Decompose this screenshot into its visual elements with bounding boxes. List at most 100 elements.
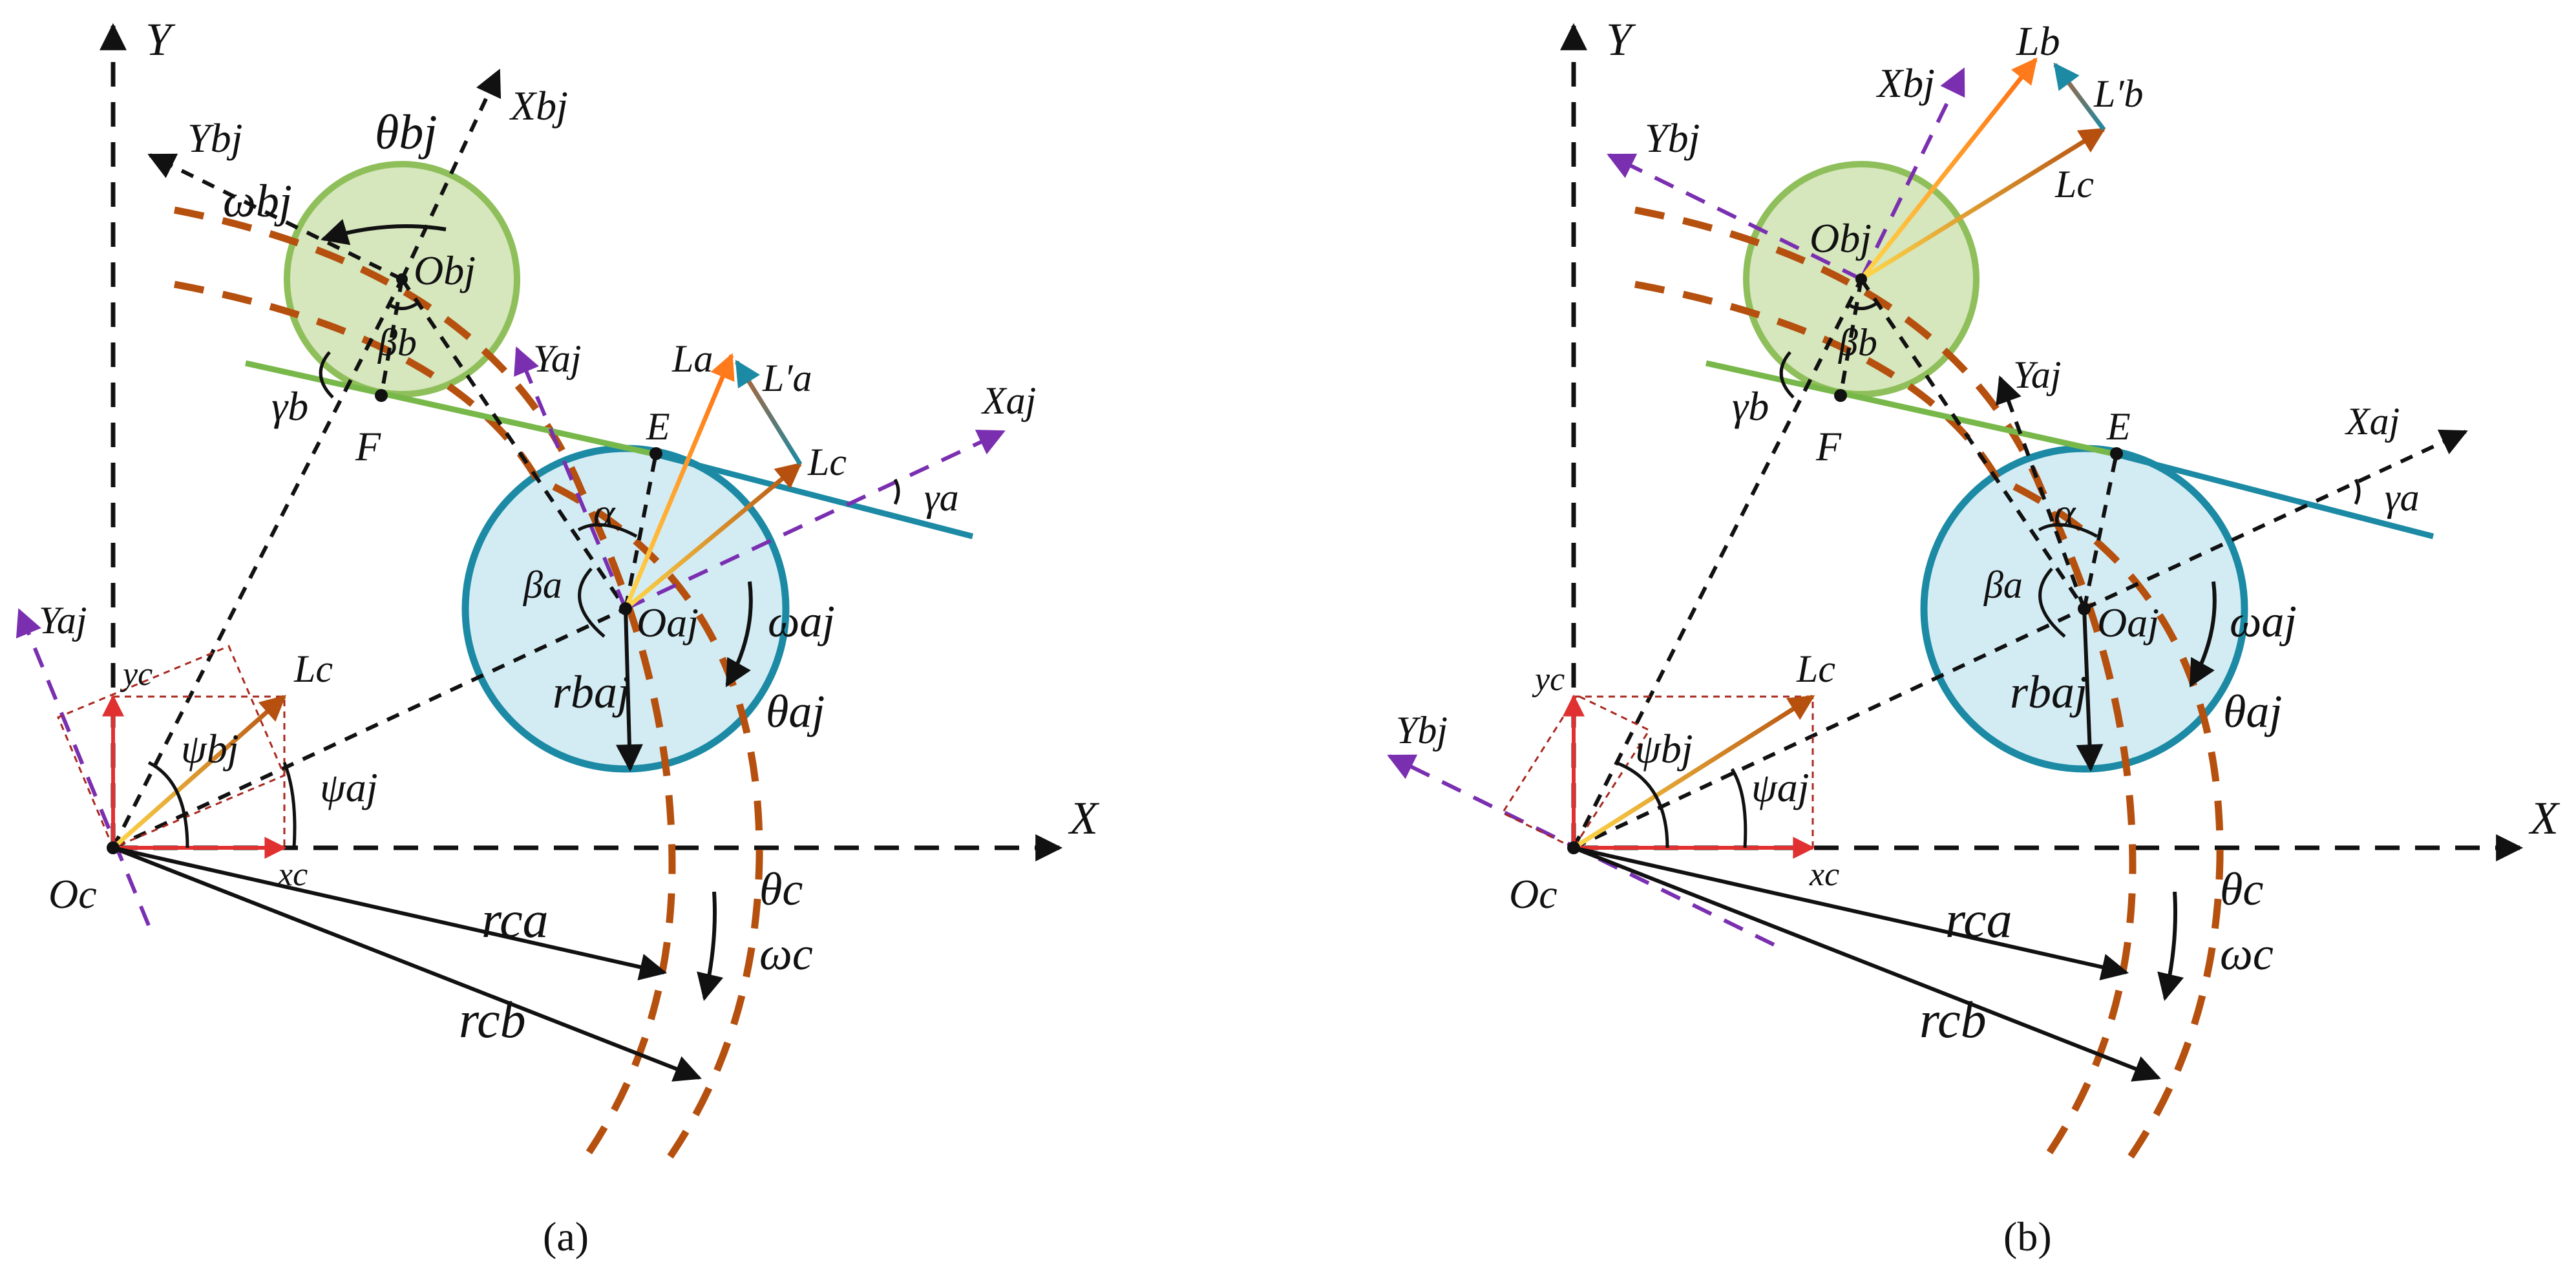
theta-c-arrow [697, 891, 724, 1002]
point-oaj [2078, 602, 2091, 615]
label-y: Y [1606, 14, 1636, 65]
label-f: F [1815, 423, 1842, 469]
omega-aj-arrow [2189, 581, 2217, 688]
line-of-action-blue [2112, 450, 2434, 540]
line-oaj-E [624, 453, 658, 609]
label-omega-c: ωc [2220, 928, 2274, 980]
label-obj: Obj [1810, 215, 1872, 261]
angle-gamma-a-arc [2354, 478, 2361, 505]
label-y: Y [145, 14, 176, 65]
label-beta-a: βa [523, 563, 562, 606]
label-xaj: Xaj [2345, 400, 2400, 443]
label-psi-bj: ψbj [1635, 726, 1693, 772]
label-xbj: Xbj [1875, 60, 1935, 106]
point-oc [1567, 841, 1580, 854]
line-obj-F [1839, 279, 1863, 396]
line-obj-oaj [1859, 278, 2086, 610]
label-omega-aj: ωaj [2230, 597, 2297, 647]
angle-beta-a-arc [578, 567, 606, 638]
rca-vector [1573, 846, 2129, 981]
line-oc-oaj [112, 607, 627, 850]
rbaj-radius [2076, 608, 2104, 772]
label-beta-b: βb [377, 321, 417, 364]
label-xaj: Xaj [981, 379, 1036, 422]
label-ybj: Ybj [187, 115, 242, 161]
line-obj-oaj [400, 278, 628, 610]
point-obj [396, 273, 408, 285]
label-psi-bj: ψbj [181, 726, 239, 772]
label-obj: Obj [414, 247, 476, 293]
label-ybj-top: Ybj [1645, 115, 1700, 161]
label-rcb: rcb [1919, 992, 1987, 1049]
label-oc: Oc [48, 871, 97, 917]
local-x-bj [1859, 67, 1965, 280]
label-alpha: α [593, 490, 616, 536]
local-y-bj-top [1607, 153, 1863, 281]
base-circle-b [1634, 280, 2224, 1166]
label-gamma-b: γb [271, 383, 308, 429]
label-theta-c: θc [759, 863, 803, 915]
label-f: F [355, 423, 381, 469]
label-theta-c: θc [2220, 863, 2263, 915]
label-lc: Lc [293, 647, 333, 690]
label-x: X [1068, 792, 1100, 844]
label-x: X [2528, 792, 2560, 844]
angle-alpha-arc [577, 523, 638, 538]
label-yaj-left: Yaj [39, 599, 87, 642]
label-oaj: Oaj [637, 600, 699, 646]
caption-b: (b) [2003, 1214, 2052, 1259]
lc-vector [1860, 127, 2106, 281]
label-theta-aj: θaj [2223, 686, 2282, 737]
point-oaj [619, 602, 632, 615]
projection-box-rotated [1501, 694, 1651, 849]
label-lb: Lb [2016, 18, 2060, 64]
line-oaj-E [2082, 453, 2118, 609]
point-e [649, 447, 662, 460]
angle-gamma-b-arc [1779, 351, 1795, 399]
label-lpa: L′a [762, 357, 812, 399]
label-gamma-b: γb [1732, 383, 1769, 429]
caption-a: (a) [543, 1214, 589, 1259]
label-xc: xc [277, 856, 308, 893]
panel-a: Y X Xbj Ybj θbj ωbj Obj βb γb F Yaj La L… [16, 14, 1100, 1259]
rcb-vector [1572, 846, 2161, 1082]
label-beta-a: βa [1983, 563, 2023, 606]
lc-vector-origin [111, 695, 286, 850]
label-lpb: L′b [2093, 72, 2144, 115]
angle-psi-aj-arc [1730, 768, 1747, 848]
label-ybj-left: Ybj [1396, 709, 1448, 752]
angle-psi-bj-arc [1615, 761, 1669, 848]
label-lc-top: Lc [807, 441, 847, 483]
label-omega-aj: ωaj [768, 597, 835, 647]
base-circle-a [1634, 206, 2137, 1166]
label-psi-aj: ψaj [1751, 764, 1810, 810]
line-of-action-blue [651, 450, 974, 540]
local-y-aj-mid [514, 346, 628, 610]
label-xbj: Xbj [509, 83, 568, 129]
label-yaj-mid: Yaj [533, 337, 582, 380]
angle-beta-b-arc [1846, 302, 1877, 310]
local-y-bj [147, 153, 403, 281]
label-lc: Lc [1796, 647, 1835, 690]
local-x-aj [2083, 429, 2468, 611]
base-circle-a [173, 206, 676, 1166]
label-oaj: Oaj [2097, 600, 2159, 646]
angle-beta-a-arc [2038, 567, 2066, 638]
label-psi-aj: ψaj [320, 764, 378, 810]
point-f [375, 389, 388, 402]
label-alpha: α [2054, 490, 2076, 536]
label-rbaj: rbaj [2010, 666, 2087, 718]
point-e [2110, 447, 2123, 460]
theta-bj-arrow [320, 219, 447, 246]
la-vector [623, 353, 735, 610]
label-omega-bj: ωbj [223, 175, 292, 227]
line-of-action-green [245, 360, 653, 457]
lb-vector [1859, 57, 2038, 281]
line-of-action-green [1705, 360, 2114, 457]
base-circle-b [173, 280, 763, 1166]
point-oc [107, 841, 120, 854]
local-y-aj [1996, 375, 2086, 610]
rca-vector [112, 846, 668, 981]
angle-beta-b-arc [386, 302, 418, 310]
